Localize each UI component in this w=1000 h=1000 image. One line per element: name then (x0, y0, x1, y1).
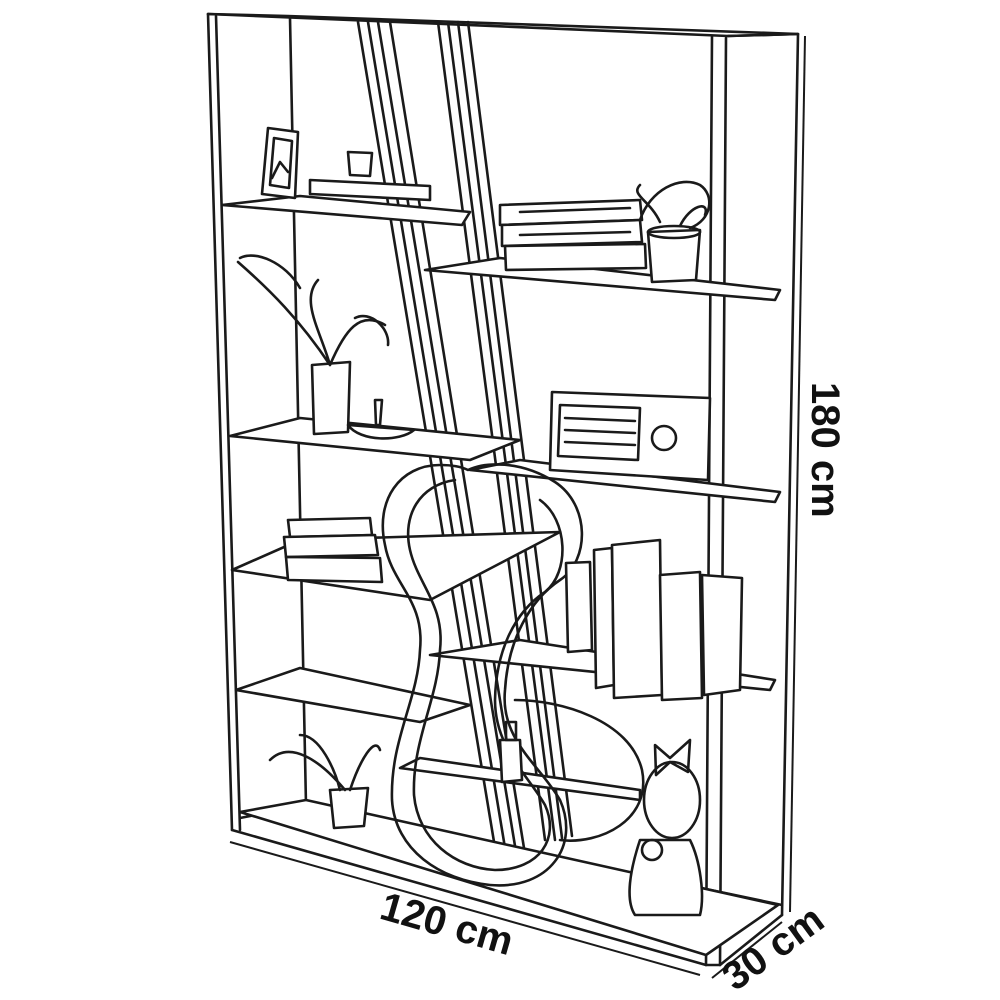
decorative-hoop (383, 464, 582, 885)
small-plant-icon (270, 735, 380, 828)
radio-icon (550, 392, 710, 480)
frame-top-right (728, 34, 798, 36)
height-label: 180 cm (803, 382, 847, 518)
dimension-lines (230, 36, 805, 978)
width-dimension-line (230, 842, 700, 975)
standing-books-icon (566, 540, 742, 700)
decorative-hoop-inner (408, 480, 562, 870)
book-stack-left-icon (284, 518, 382, 582)
depth-dimension-line (712, 922, 782, 978)
post-front-right-inner (720, 38, 726, 965)
potted-plant-icon (637, 182, 709, 282)
width-label: 120 cm (376, 884, 519, 964)
frame-top-back (208, 14, 798, 36)
bowl-icon (348, 400, 414, 438)
shelf-3-left (232, 532, 560, 600)
shelf-2-right (470, 460, 780, 502)
post-front-right (706, 36, 712, 965)
shelf-1-left (222, 196, 470, 225)
frame-bottom-front (232, 830, 782, 965)
hoop-right-loop (515, 700, 643, 841)
picture-frame-icon (260, 126, 300, 200)
bottle-icon (500, 722, 522, 782)
book-stack-small-icon (310, 152, 430, 200)
figurine-with-bow-icon (630, 740, 702, 915)
vase-with-grass-icon (238, 256, 388, 434)
shelf-4-left (236, 668, 470, 722)
post-front-left (208, 14, 232, 830)
height-dimension-line (790, 36, 805, 912)
post-back-right (782, 34, 798, 915)
post-front-left-inner (216, 16, 240, 830)
book-stack-icon (500, 200, 646, 270)
